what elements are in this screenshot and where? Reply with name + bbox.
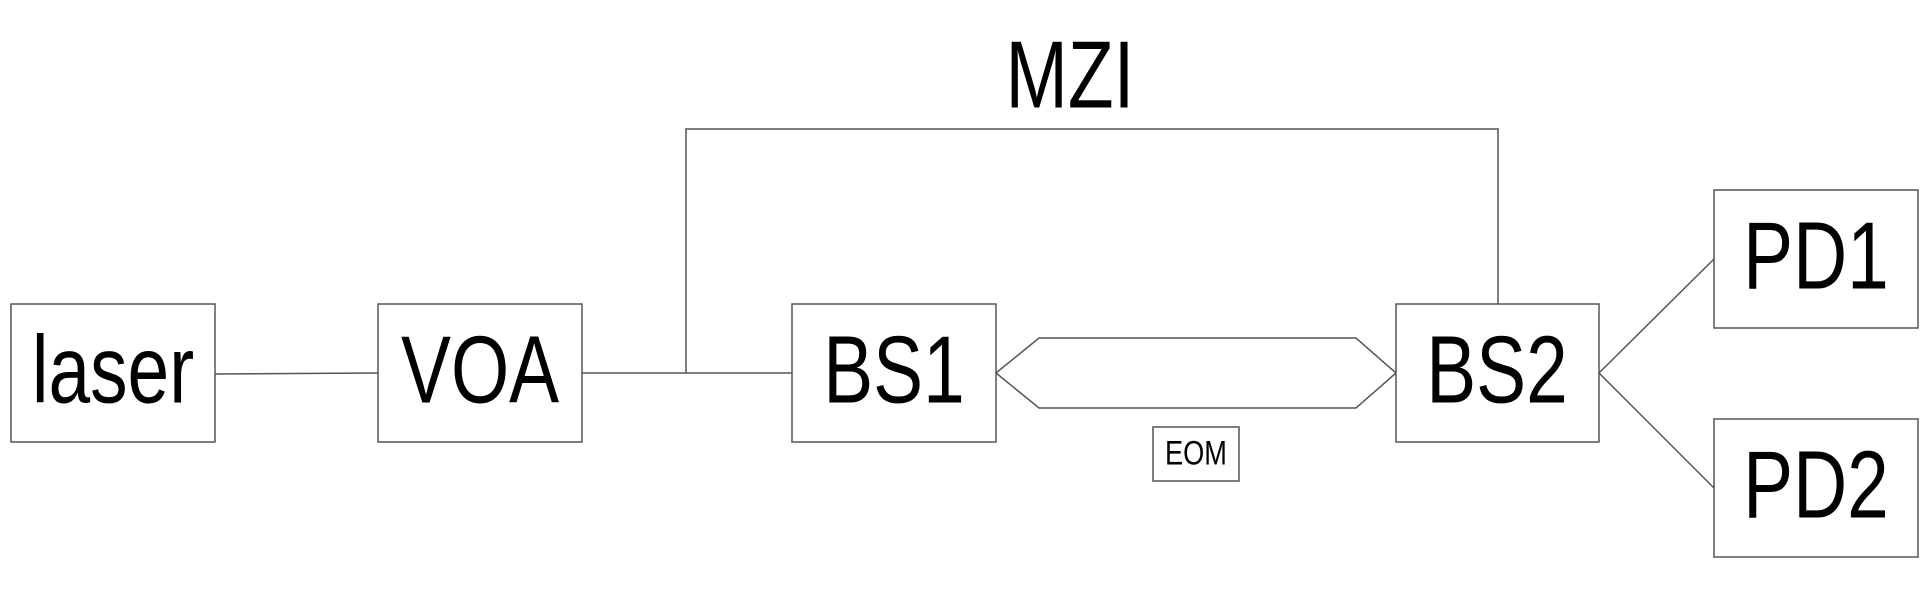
mzi-reference-arm	[685, 128, 1499, 373]
wire-laser-to-voa	[214, 372, 379, 375]
pd1-label: PD1	[1743, 202, 1889, 309]
laser-node: laser	[10, 303, 216, 443]
eom-label: EOM	[1165, 434, 1227, 473]
eom-modulation-arm	[994, 337, 1398, 409]
mzi-title: MZI	[1006, 21, 1135, 128]
laser-label: laser	[32, 316, 194, 423]
bs1-label: BS1	[823, 316, 965, 423]
bs1-node: BS1	[791, 303, 997, 443]
pd2-label: PD2	[1743, 431, 1889, 538]
wire-bs2-to-pd1	[1598, 258, 1715, 374]
bs2-label: BS2	[1426, 316, 1568, 423]
pd2-node: PD2	[1713, 418, 1919, 558]
pd1-node: PD1	[1713, 189, 1919, 329]
eom-node: EOM	[1152, 426, 1240, 482]
voa-node: VOA	[377, 303, 583, 443]
wire-bs2-to-pd2	[1598, 372, 1715, 489]
bs2-node: BS2	[1395, 303, 1600, 443]
voa-label: VOA	[401, 316, 560, 423]
